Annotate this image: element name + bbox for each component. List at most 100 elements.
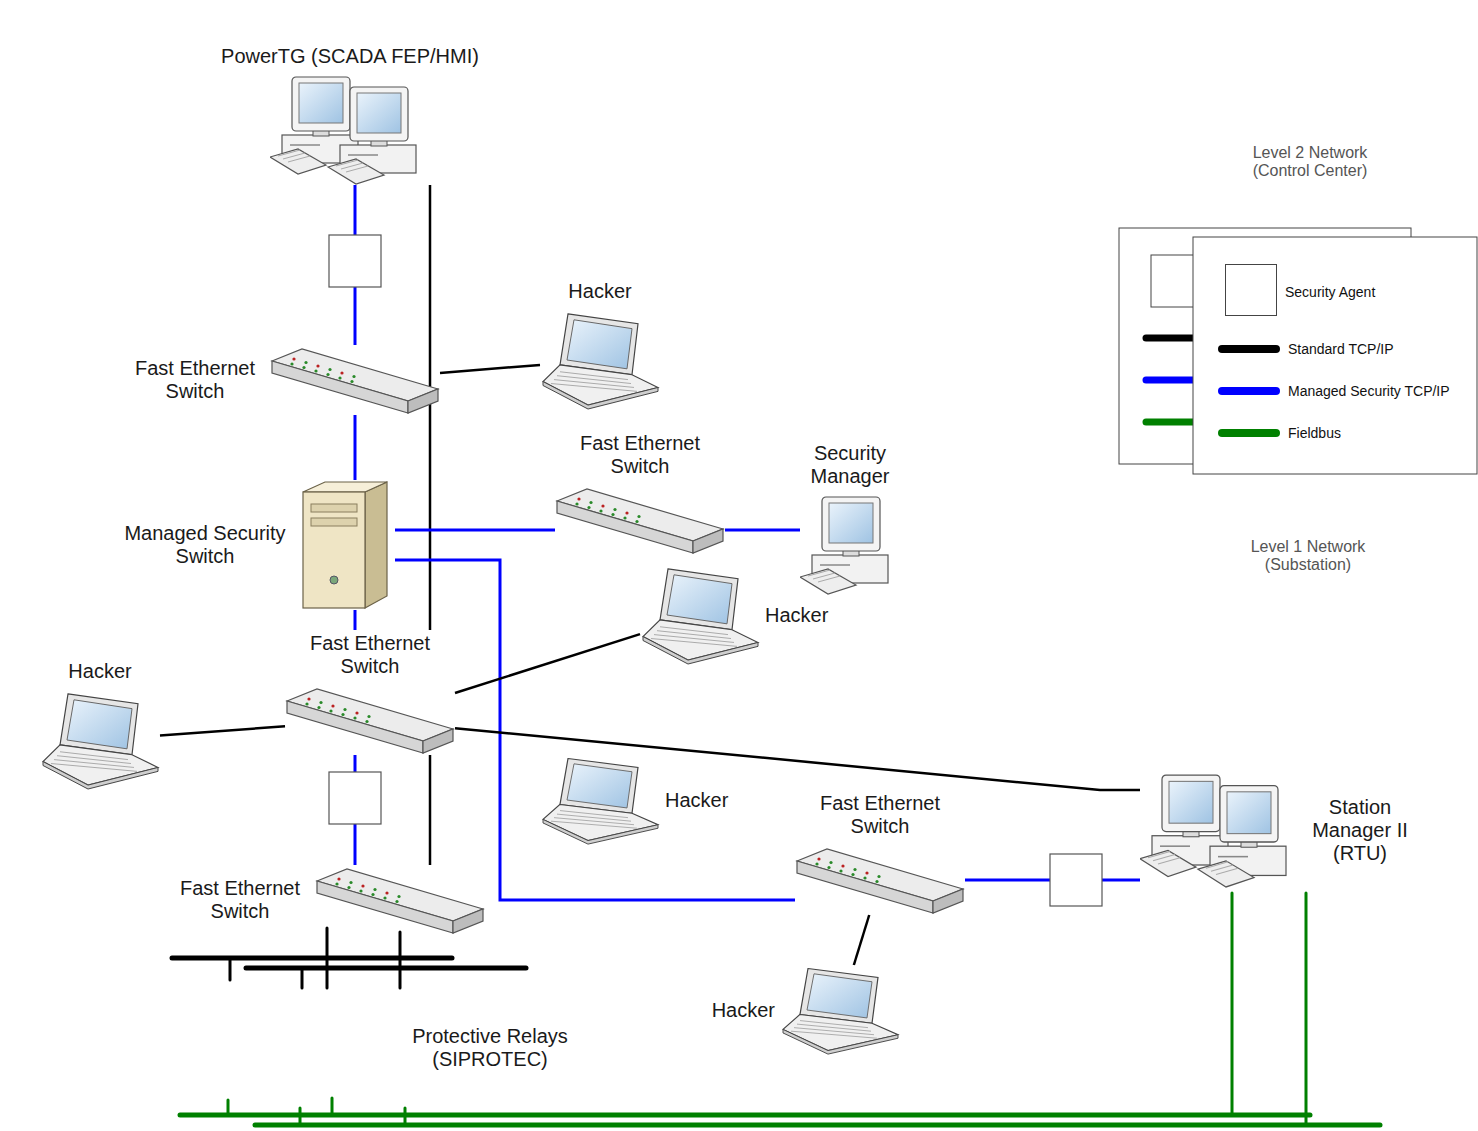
switch-led xyxy=(337,877,340,880)
ethernet-switch: Fast Ethernet Switch xyxy=(285,630,455,755)
network-link xyxy=(429,185,432,630)
laptop-lid xyxy=(60,694,138,755)
pc-drive xyxy=(1218,855,1248,857)
switch-led xyxy=(329,709,332,712)
switch-led xyxy=(373,888,376,891)
node-label: PowerTG (SCADA FEP/HMI) xyxy=(221,43,479,70)
laptop-screen xyxy=(567,764,632,808)
pc-keyboard xyxy=(328,159,384,184)
server-icon xyxy=(295,480,395,610)
legend-swatch xyxy=(1146,335,1200,342)
text-group: Fast Ethernet Switch xyxy=(170,875,310,925)
text-group: Hacker xyxy=(712,997,775,1024)
laptop-base xyxy=(543,804,658,840)
pc-drive xyxy=(1160,845,1190,847)
network-link xyxy=(455,728,1140,790)
server-led xyxy=(330,576,338,584)
switch-led xyxy=(292,357,295,360)
switch-icon xyxy=(555,485,725,555)
switch-led xyxy=(359,889,362,892)
bus-bar xyxy=(246,966,526,971)
laptop-edge xyxy=(543,382,658,409)
pc-screen xyxy=(829,503,873,543)
switch-led xyxy=(328,368,331,371)
hacker-laptop: Hacker xyxy=(712,965,900,1055)
keyboard-row xyxy=(551,384,637,392)
security-agent xyxy=(329,772,381,824)
laptop-icon xyxy=(540,310,660,410)
legend-text: Managed Security TCP/IP xyxy=(1288,383,1450,400)
managed-security-switch: Managed Security Switch xyxy=(120,480,395,610)
switch-led xyxy=(839,869,842,872)
laptop-icon xyxy=(40,690,160,790)
laptop-icon xyxy=(640,565,760,665)
keyboard-row xyxy=(800,1021,868,1028)
node-label: Managed Security Switch xyxy=(120,520,290,570)
switch-side xyxy=(693,529,723,553)
switch-led xyxy=(851,873,854,876)
legend-text: Fieldbus xyxy=(1288,425,1341,442)
server-bay xyxy=(311,518,357,526)
bus-stub xyxy=(301,968,304,988)
pc-drive xyxy=(290,144,320,146)
network-link xyxy=(395,560,795,900)
switch-led xyxy=(335,882,338,885)
switch-led xyxy=(367,715,370,718)
pc-screen xyxy=(1169,781,1213,823)
pc-drive xyxy=(348,154,378,156)
keyboard-row xyxy=(554,818,634,825)
switch-led xyxy=(601,504,604,507)
switch-led xyxy=(815,862,818,865)
switch-led xyxy=(355,711,358,714)
network-link xyxy=(160,726,285,735)
node-label: Fast Ethernet Switch xyxy=(810,790,950,840)
node-label: Fast Ethernet Switch xyxy=(125,355,265,405)
switch-led xyxy=(317,706,320,709)
switch-led xyxy=(395,900,398,903)
switch-led xyxy=(623,516,626,519)
switch-led xyxy=(305,702,308,705)
switch-led xyxy=(877,875,880,878)
hacker-laptop: Hacker xyxy=(540,755,728,845)
pc-keyboard xyxy=(1198,860,1254,886)
fieldbus-stub xyxy=(299,1108,302,1125)
bus-stub xyxy=(229,958,232,980)
pc-screen xyxy=(357,93,401,133)
switch-icon xyxy=(270,345,440,415)
keyboard-row xyxy=(818,576,840,582)
pc-drive xyxy=(820,564,850,566)
switch-icon xyxy=(285,685,455,755)
node-label: Hacker xyxy=(765,602,828,629)
server-side xyxy=(365,482,387,608)
text-group: Hacker xyxy=(68,658,131,685)
switch-led xyxy=(865,871,868,874)
legend-box xyxy=(1193,237,1477,474)
switch-led xyxy=(385,891,388,894)
laptop-base xyxy=(783,1014,898,1050)
switch-led xyxy=(361,884,364,887)
security-manager: Security Manager xyxy=(800,440,900,595)
switch-led xyxy=(349,881,352,884)
text-group: Fast Ethernet Switch xyxy=(810,790,950,840)
switch-led xyxy=(635,520,638,523)
network-link xyxy=(440,365,540,373)
pc-screen xyxy=(299,83,343,123)
legend-line-swatch xyxy=(1218,387,1280,395)
pc2-icon xyxy=(270,75,430,185)
text-group: Fast Ethernet Switch xyxy=(570,430,710,480)
keyboard-row xyxy=(660,627,728,635)
switch-front xyxy=(317,881,453,933)
keyboard-row xyxy=(346,166,368,172)
fieldbus-drop xyxy=(1231,893,1234,1115)
pc-monitor xyxy=(1220,785,1278,841)
network-link xyxy=(354,415,357,480)
switch-led xyxy=(365,720,368,723)
switch-led xyxy=(319,701,322,704)
keyboard-row xyxy=(560,811,628,818)
keyboard-row xyxy=(557,814,631,821)
laptop-lid xyxy=(660,569,738,630)
laptop-base xyxy=(43,745,158,785)
switch-led xyxy=(302,366,305,369)
node-label: Fast Ethernet Switch xyxy=(570,430,710,480)
switch-led xyxy=(316,364,319,367)
